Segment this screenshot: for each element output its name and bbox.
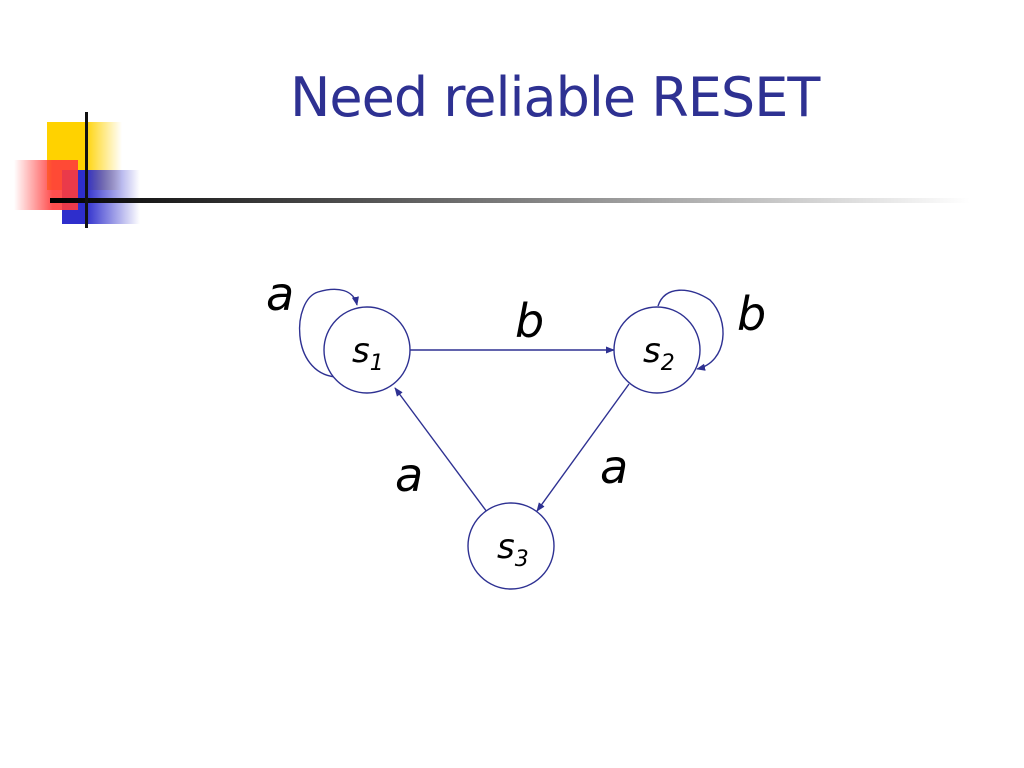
vertical-rule bbox=[85, 112, 88, 228]
horizontal-rule bbox=[50, 198, 970, 203]
state-s2-circle bbox=[613, 306, 701, 394]
edge-s3-s1-label: a bbox=[395, 448, 423, 502]
edge-s2-s2-label: b bbox=[737, 287, 766, 341]
edge-s1-s2-label: b bbox=[515, 294, 544, 348]
state-s3-label: s3 bbox=[497, 527, 529, 572]
edge-s2-s3 bbox=[536, 383, 630, 512]
edge-s1-s1 bbox=[298, 288, 359, 378]
state-s2-label: s2 bbox=[643, 331, 675, 376]
edge-s2-s2 bbox=[657, 289, 724, 371]
state-s1-label: s1 bbox=[352, 331, 384, 376]
edge-s2-s3-label: a bbox=[600, 440, 628, 494]
slide-title: Need reliable RESET bbox=[290, 66, 820, 129]
state-s1-circle bbox=[323, 306, 411, 394]
edge-s1-s1-label: a bbox=[266, 267, 294, 321]
corner-decoration bbox=[14, 112, 970, 228]
edge-s3-s1 bbox=[394, 387, 488, 513]
state-s3-circle bbox=[467, 502, 555, 590]
